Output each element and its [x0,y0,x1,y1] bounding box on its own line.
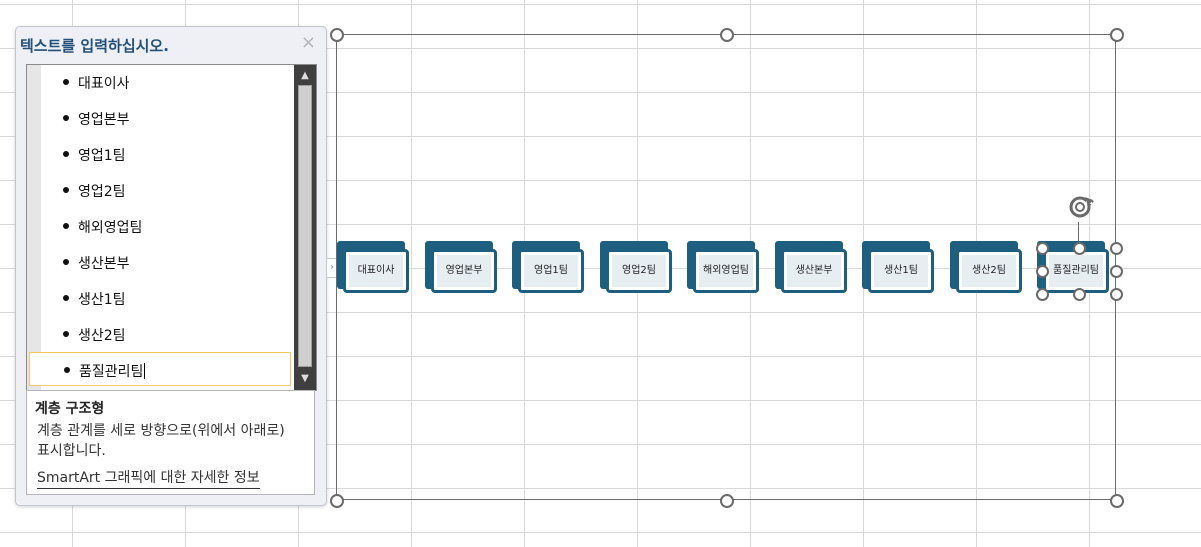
smartart-node[interactable]: 해외영업팀 [687,240,759,296]
list-item-label: 영업2팀 [78,184,126,200]
list-gutter [27,65,41,390]
list-item-label: 해외영업팀 [78,220,143,236]
node-resize-handle[interactable] [1036,265,1049,278]
list-item[interactable]: 생산본부 [29,245,291,279]
layout-description: 계층 구조형 계층 관계를 세로 방향으로(위에서 아래로) 표시합니다. Sm… [26,390,315,495]
smartart-node[interactable]: 영업2팀 [600,240,672,296]
resize-handle[interactable] [330,494,344,508]
node-resize-handle[interactable] [1110,242,1123,255]
node-label: 품질관리팀 [1049,255,1103,287]
bullet-icon [63,79,69,85]
list-item-label: 영업본부 [78,112,130,128]
bullet-icon [63,295,69,301]
text-cursor [144,363,146,379]
node-box: 영업2팀 [606,249,672,293]
list-item-label: 생산2팀 [78,328,126,344]
node-box: 생산2팀 [956,249,1022,293]
close-icon[interactable]: × [300,32,316,53]
bullet-icon [63,151,69,157]
list-item[interactable]: 영업2팀 [29,173,291,207]
list-item[interactable]: 대표이사 [29,65,291,99]
node-label: 생산1팀 [874,255,928,287]
node-resize-handle[interactable] [1036,288,1049,301]
list-item-text: 품질관리팀 [79,364,144,380]
node-resize-handle[interactable] [1110,265,1123,278]
list-item[interactable]: 해외영업팀 [29,209,291,243]
bullet-icon [63,259,69,265]
scroll-down-icon[interactable]: ▼ [301,373,309,384]
list-item[interactable]: 영업1팀 [29,137,291,171]
list-item-label: 생산본부 [78,256,130,272]
node-box: 영업1팀 [518,249,584,293]
list-item-selected[interactable]: 품질관리팀 [29,352,291,386]
rotate-stem [1078,222,1079,244]
node-resize-handle[interactable] [1073,288,1086,301]
more-info-link[interactable]: SmartArt 그래픽에 대한 자세한 정보 [37,467,260,489]
node-label: 영업2팀 [612,255,666,287]
layout-description-text: 계층 관계를 세로 방향으로(위에서 아래로) 표시합니다. [37,423,285,459]
bullet-list[interactable]: 대표이사 영업본부 영업1팀 영업2팀 해외영업팀 생산본부 생산1팀 생산2 [26,64,317,391]
node-label: 생산2팀 [962,255,1016,287]
resize-handle[interactable] [720,494,734,508]
list-item-label: 영업1팀 [78,148,126,164]
smartart-node[interactable]: 생산1팀 [862,240,934,296]
list-item-label: 품질관리팀 [79,361,146,381]
resize-handle[interactable] [1110,28,1124,42]
smartart-text-pane: 텍스트를 입력하십시오. × 대표이사 영업본부 영업1팀 영업2팀 해외영업팀… [15,26,327,506]
smartart-node[interactable]: 대표이사 [337,240,409,296]
scroll-thumb[interactable] [298,85,312,367]
bullet-icon [63,187,69,193]
resize-handle[interactable] [330,28,344,42]
smartart-node[interactable]: 영업본부 [425,240,497,296]
list-item[interactable]: 생산1팀 [29,281,291,315]
smartart-node[interactable]: 영업1팀 [512,240,584,296]
bullet-icon [63,223,69,229]
smartart-node[interactable]: 생산2팀 [950,240,1022,296]
smartart-node[interactable]: 생산본부 [775,240,847,296]
node-label: 영업1팀 [524,255,578,287]
text-pane-title: 텍스트를 입력하십시오. [20,37,169,55]
list-item-label: 대표이사 [78,76,130,92]
resize-handle[interactable] [720,28,734,42]
node-label: 영업본부 [437,255,491,287]
bullet-icon [64,367,70,373]
node-box: 영업본부 [431,249,497,293]
node-box: 대표이사 [343,249,409,293]
list-item-label: 생산1팀 [78,292,126,308]
layout-name: 계층 구조형 [35,401,105,417]
node-box: 생산1팀 [868,249,934,293]
node-resize-handle[interactable] [1110,288,1123,301]
list-item[interactable]: 영업본부 [29,101,291,135]
resize-handle[interactable] [1110,494,1124,508]
vertical-scrollbar[interactable]: ▲ ▼ [294,65,316,390]
node-resize-handle[interactable] [1073,242,1086,255]
node-label: 생산본부 [787,255,841,287]
node-resize-handle[interactable] [1036,242,1049,255]
rotate-icon[interactable] [1064,190,1098,224]
scroll-up-icon[interactable]: ▲ [301,70,309,81]
node-box: 해외영업팀 [693,249,759,293]
bullet-icon [63,331,69,337]
node-label: 해외영업팀 [699,255,753,287]
node-box: 생산본부 [781,249,847,293]
list-item[interactable]: 생산2팀 [29,317,291,351]
node-box: 품질관리팀 [1043,249,1109,293]
bullet-icon [63,115,69,121]
node-label: 대표이사 [349,255,403,287]
